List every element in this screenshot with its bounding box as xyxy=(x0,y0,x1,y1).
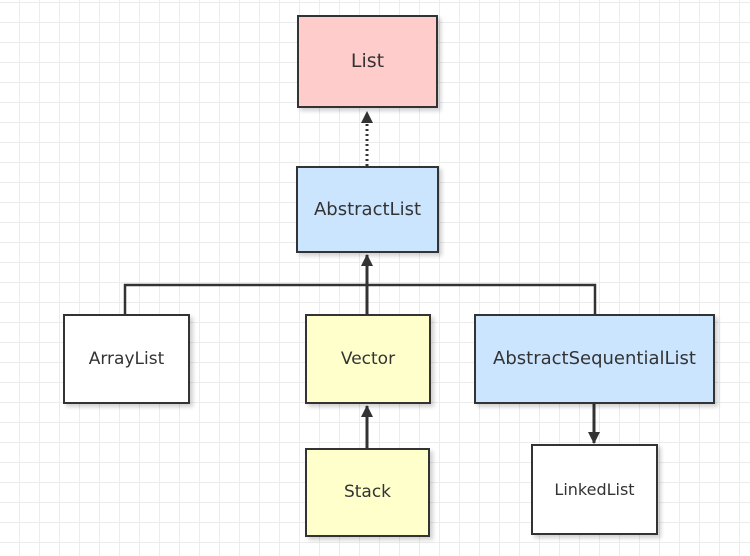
node-stack-label: Stack xyxy=(343,482,392,502)
node-vector-label: Vector xyxy=(340,348,396,369)
node-linkedlist[interactable]: LinkedList xyxy=(531,444,658,535)
node-abstractsequentiallist-label: AbstractSequentialList xyxy=(493,348,696,369)
node-list-label: List xyxy=(350,50,385,72)
node-vector[interactable]: Vector xyxy=(305,314,431,404)
node-linkedlist-label: LinkedList xyxy=(554,479,635,499)
node-abstractlist-label: AbstractList xyxy=(313,198,422,220)
node-abstractlist[interactable]: AbstractList xyxy=(296,166,439,253)
node-arraylist[interactable]: ArrayList xyxy=(63,314,190,404)
edge-arraylist-to-abstractlist xyxy=(123,283,367,314)
node-stack[interactable]: Stack xyxy=(305,448,430,537)
node-abstractsequentiallist[interactable]: AbstractSequentialList xyxy=(474,314,715,404)
node-arraylist-label: ArrayList xyxy=(88,348,165,369)
edge-abstractsequentiallist-to-abstractlist xyxy=(367,283,597,314)
node-list[interactable]: List xyxy=(297,15,438,108)
